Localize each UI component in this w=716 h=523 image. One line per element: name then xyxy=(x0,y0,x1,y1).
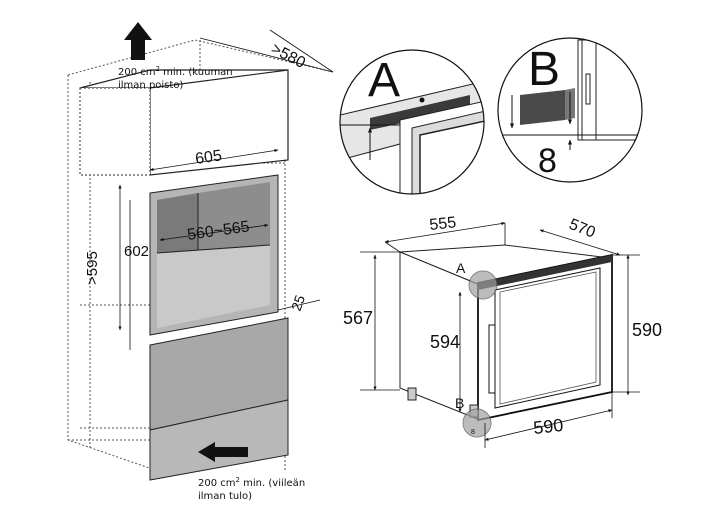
vent-bottom-line2: ilman tulo) xyxy=(198,491,252,502)
detail-b-circle: B 8 xyxy=(497,37,643,183)
dim-height-door: 594 xyxy=(430,332,460,352)
vent-top-line2: ilman poisto) xyxy=(118,80,183,91)
dim-height-total: 590 xyxy=(632,320,662,340)
vent-bottom-line1: 200 cm2 min. (viileän xyxy=(198,476,305,489)
detail-b-label: B xyxy=(528,43,560,96)
upper-cabinet-box xyxy=(79,69,289,176)
dim-depth: 555 xyxy=(429,214,457,234)
hot-air-outlet-arrow xyxy=(124,22,152,60)
cabinet-niche-figure: >580 605 560~565 602 >595 25 200 cm2 min… xyxy=(67,22,334,502)
callout-a: A xyxy=(456,260,466,276)
detail-a-circle: A xyxy=(339,49,485,195)
detail-b-value: 8 xyxy=(538,142,557,180)
dimension-lines xyxy=(118,29,334,350)
detail-a-label: A xyxy=(368,54,400,107)
vent-top-line1: 200 cm2 min. (kuuman xyxy=(118,65,233,78)
dim-depth-top: >580 xyxy=(268,40,308,72)
niche-opening xyxy=(149,174,279,336)
lower-cabinet-box xyxy=(149,317,289,481)
callout-b-value: 8 xyxy=(471,429,475,436)
dim-height-outer: >595 xyxy=(84,251,101,285)
dim-height-body: 567 xyxy=(343,308,373,328)
dim-width: 590 xyxy=(532,415,564,438)
dim-width-outer: 605 xyxy=(194,147,223,168)
dim-side-depth: 570 xyxy=(567,216,598,242)
appliance-figure: A B 8 555 570 567 594 590 590 xyxy=(343,214,662,448)
dim-offset: 25 xyxy=(288,293,308,313)
dim-height-niche: 602 xyxy=(124,243,149,260)
cool-air-inlet-arrow xyxy=(198,442,248,462)
